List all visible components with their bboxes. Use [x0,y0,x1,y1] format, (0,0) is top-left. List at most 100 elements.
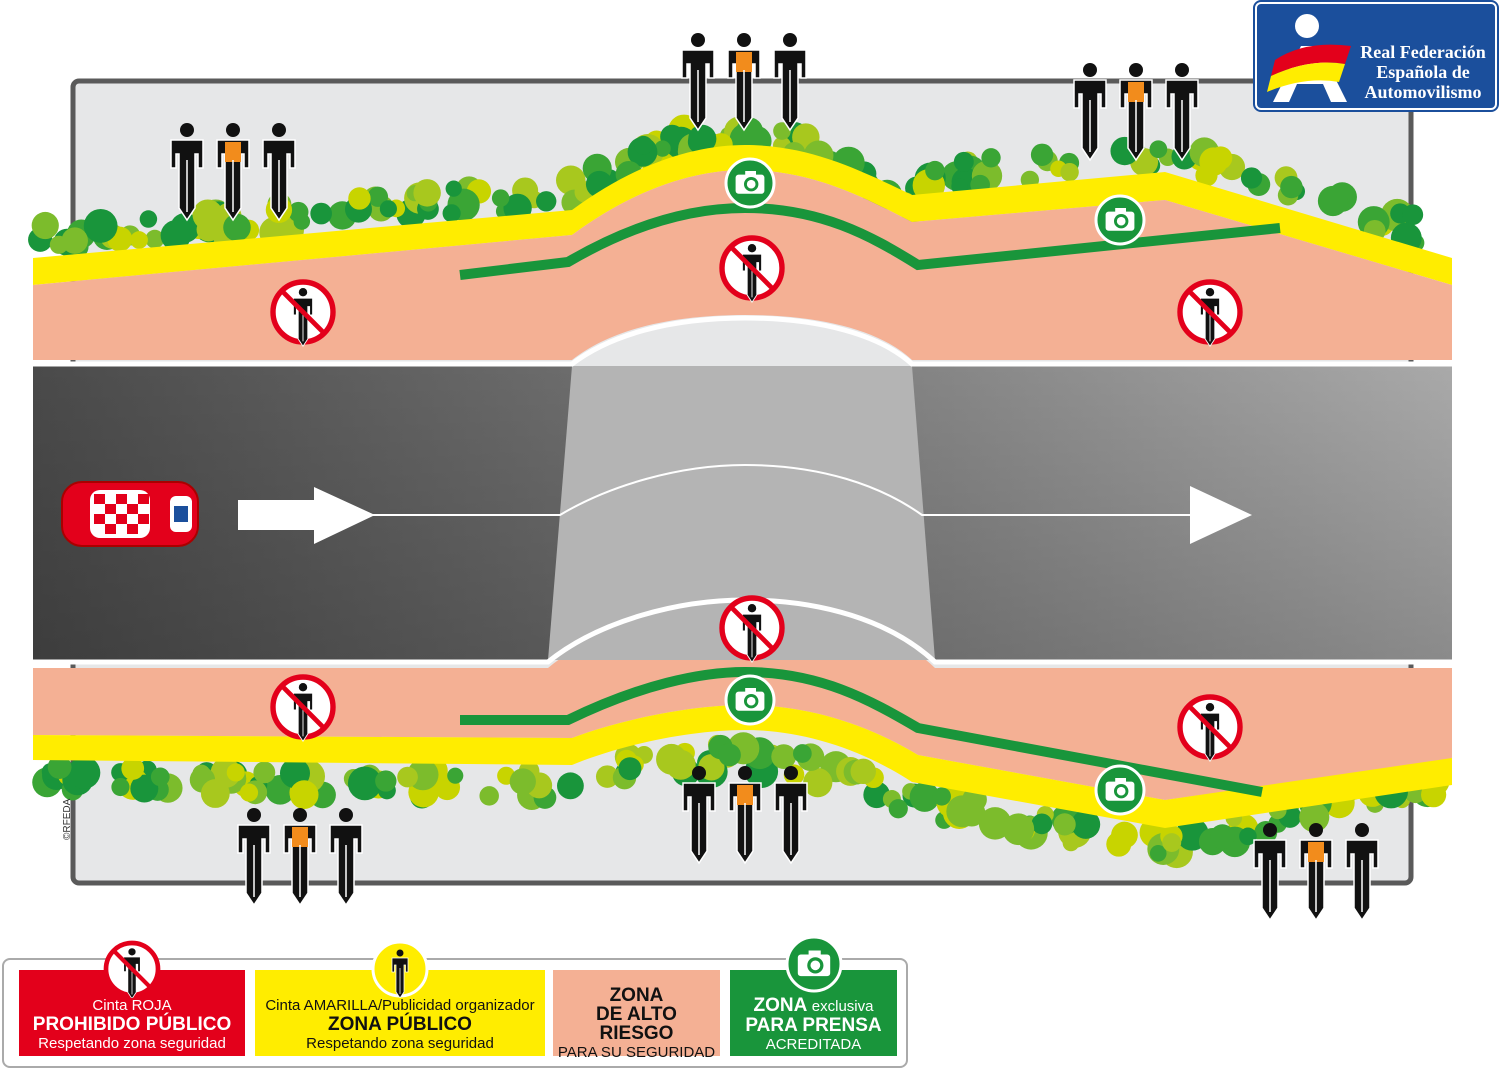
bush [310,202,333,225]
bush [932,787,951,806]
bush [239,783,259,802]
checker-square [127,504,138,514]
marshal-figure [216,123,250,222]
bush [953,151,974,172]
legend-label: Cinta ROJA [92,997,172,1014]
bush [367,186,389,207]
no-public-icon [103,940,161,998]
bush [397,766,418,788]
legend: Cinta ROJA PROHIBIDO PÚBLICO Respetando … [2,935,908,1068]
bush [1240,167,1263,189]
bush [413,179,441,207]
bush [442,204,461,223]
spectator-figure [170,123,204,222]
bush [200,779,230,808]
bush [130,774,159,803]
bush [536,191,557,212]
spectator-group [682,766,808,865]
bush [130,231,148,249]
crest-section [548,366,935,660]
checker-square [94,494,105,504]
bush [688,124,717,153]
bush [1402,204,1424,226]
spectator-figure [262,123,296,222]
bush [718,743,741,767]
bush [226,763,245,782]
bush [618,757,642,781]
checker-square [138,494,149,504]
legend-title: PROHIBIDO PÚBLICO [32,1014,232,1035]
spectator-icon [371,940,429,998]
checker-square [138,514,149,524]
lower-press-line [460,666,1263,797]
bush [223,213,251,242]
checker-square [94,514,105,524]
legend-note: ACREDITADA [765,1036,862,1053]
camera-icon [785,935,843,993]
bush [347,766,382,801]
bush [67,756,101,789]
bush [447,767,464,784]
bush [375,770,397,792]
marshal-figure [1119,63,1153,162]
no-public-icon [719,595,785,664]
legend-press-zone: ZONA exclusiva PARA PRENSA ACREDITADA [730,935,897,1056]
marshal-figure [728,766,762,865]
bush [1162,833,1182,853]
spectator-group [1073,63,1199,162]
bush [771,744,797,769]
legend-high-risk: ZONA DE ALTO RIESGO PARA SU SEGURIDAD [553,970,720,1061]
spectator-group [237,808,363,907]
bush [1299,802,1330,833]
legend-public-zone: Cinta AMARILLA/Publicidad organizador ZO… [255,940,545,1056]
bush [491,189,510,207]
no-public-icon [719,235,785,304]
rfeda-emblem [1267,14,1351,102]
bush [288,201,309,223]
bush [121,757,145,780]
road-edge-top [33,315,1452,367]
bush [1030,143,1054,166]
bush [1280,175,1303,199]
bush [1209,824,1235,850]
spectator-figure [329,808,363,907]
bush [1111,821,1138,849]
bush [1002,813,1035,846]
no-public-icon [270,279,336,348]
bush [1071,809,1101,839]
no-public-icon [1177,694,1243,763]
direction-arrow-left [238,487,375,544]
rally-car [61,481,199,547]
marshal-figure [1299,823,1333,922]
checker-square [105,524,116,534]
legend-title: ZONA [609,985,664,1006]
camera-icon [785,935,843,993]
bush [803,768,833,798]
spectator-figure [1253,823,1287,922]
spectator-group [1253,823,1379,922]
bush [253,761,276,784]
legend-note: PARA SU SEGURIDAD [557,1044,716,1061]
spectator-figure [237,808,271,907]
bush [656,743,687,775]
crest-line [370,463,1195,516]
bush [1209,146,1233,170]
bush [509,768,536,795]
bush [479,786,499,806]
legend-title: ZONA [753,995,808,1016]
bush [1239,827,1257,846]
bush [981,148,1001,168]
checker-square [116,514,127,524]
bush [31,211,59,240]
spectator-figure [681,33,715,132]
bush [150,767,170,787]
bush [83,209,118,243]
spectator-figure [774,766,808,865]
bush [958,799,986,827]
bush [139,210,158,228]
bush [1317,185,1349,217]
bush [1060,162,1079,182]
direction-arrowhead-right [1190,486,1252,544]
bush [61,227,88,254]
